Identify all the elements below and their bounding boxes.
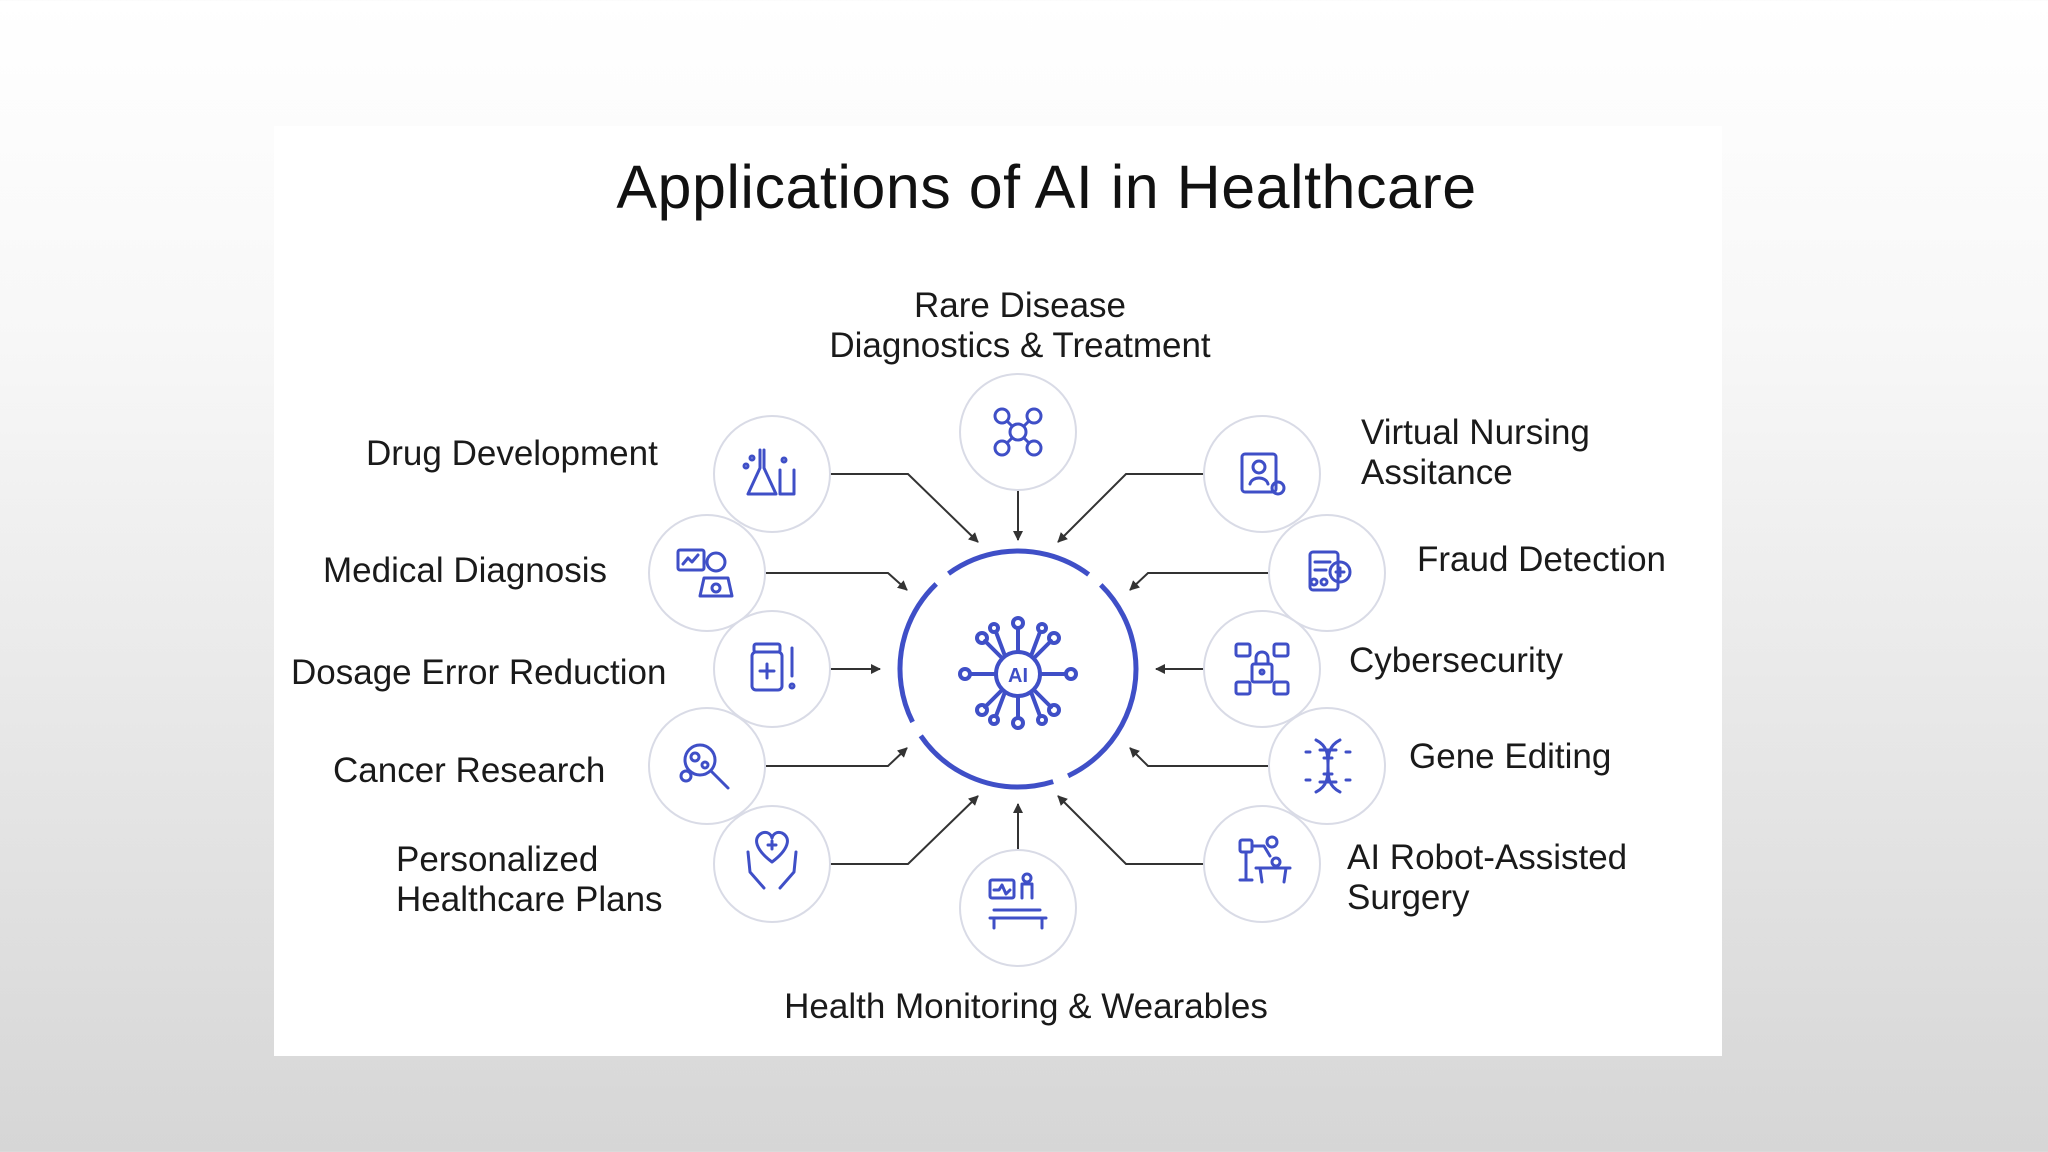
node-robot-surgery	[1203, 805, 1321, 923]
label-virtual-nursing: Virtual Nursing Assitance	[1361, 413, 1590, 493]
label-line: Cancer Research	[333, 751, 606, 790]
heart-hands-icon	[746, 830, 798, 890]
node-fraud-detection	[1268, 514, 1386, 632]
node-personalized-plans	[713, 805, 831, 923]
label-line: Virtual Nursing	[1361, 413, 1590, 452]
central-ring	[897, 548, 1139, 790]
label-robot-surgery: AI Robot-Assisted Surgery	[1347, 838, 1627, 918]
connectors	[765, 473, 1269, 865]
node-virtual-nursing	[1203, 415, 1321, 533]
doctor-monitor-icon	[676, 548, 734, 598]
node-cancer-research	[648, 707, 766, 825]
document-scan-icon	[1308, 550, 1352, 592]
label-dosage-error: Dosage Error Reduction	[291, 653, 666, 693]
robot-arm-icon	[1238, 835, 1292, 884]
lab-flasks-icon	[742, 448, 796, 496]
label-cybersecurity: Cybersecurity	[1349, 641, 1563, 681]
lock-network-icon	[1234, 642, 1290, 696]
label-health-monitoring: Health Monitoring & Wearables	[726, 987, 1326, 1027]
label-medical-diagnosis: Medical Diagnosis	[323, 551, 607, 591]
node-drug-development	[713, 415, 831, 533]
ai-chip-network-icon: AI	[958, 616, 1078, 730]
connector-drug-development	[830, 473, 979, 543]
connector-robot-surgery	[1057, 795, 1204, 865]
connector-cancer-research	[765, 747, 908, 767]
label-personalized-plans: Personalized Healthcare Plans	[396, 840, 663, 920]
label-line: Medical Diagnosis	[323, 551, 608, 590]
magnifier-cells-icon	[679, 743, 730, 790]
label-line: AI Robot-Assisted	[1347, 838, 1628, 877]
tablet-doctor-icon	[1240, 452, 1286, 496]
connector-gene-editing	[1129, 747, 1269, 767]
node-medical-diagnosis	[648, 514, 766, 632]
connector-medical-diagnosis	[765, 572, 908, 591]
label-line: Gene Editing	[1409, 737, 1612, 776]
node-gene-editing	[1268, 707, 1386, 825]
label-line: Assitance	[1361, 453, 1513, 492]
node-cybersecurity	[1203, 610, 1321, 728]
medicine-bottle-icon	[750, 642, 796, 692]
label-cancer-research: Cancer Research	[333, 751, 605, 791]
label-fraud-detection: Fraud Detection	[1417, 540, 1666, 580]
connector-fraud-detection	[1129, 572, 1269, 591]
center-ai-text: AI	[1008, 665, 1028, 687]
patient-monitor-icon	[988, 872, 1048, 930]
label-line: Drug Development	[366, 434, 658, 473]
label-drug-development: Drug Development	[366, 434, 658, 474]
label-line: Health Monitoring & Wearables	[784, 987, 1268, 1026]
virus-network-icon	[993, 407, 1043, 457]
connector-virtual-nursing	[1057, 473, 1204, 543]
label-line: Fraud Detection	[1417, 540, 1667, 579]
diagram-title: Applications of AI in Healthcare	[616, 153, 1477, 221]
label-line: Rare Disease	[913, 286, 1127, 325]
label-line: Cybersecurity	[1349, 641, 1563, 680]
label-line: Healthcare Plans	[396, 880, 663, 919]
node-dosage-error	[713, 610, 831, 728]
label-line: Personalized	[396, 840, 599, 879]
label-gene-editing: Gene Editing	[1409, 737, 1611, 777]
label-line: Diagnostics & Treatment	[829, 326, 1211, 365]
node-health-monitoring	[959, 849, 1077, 967]
connector-personalized-plans	[830, 795, 979, 865]
label-line: Surgery	[1347, 878, 1470, 917]
dna-icon	[1304, 738, 1352, 794]
label-rare-disease: Rare Disease Diagnostics & Treatment	[810, 286, 1230, 366]
label-line: Dosage Error Reduction	[291, 653, 667, 692]
node-rare-disease	[959, 373, 1077, 491]
